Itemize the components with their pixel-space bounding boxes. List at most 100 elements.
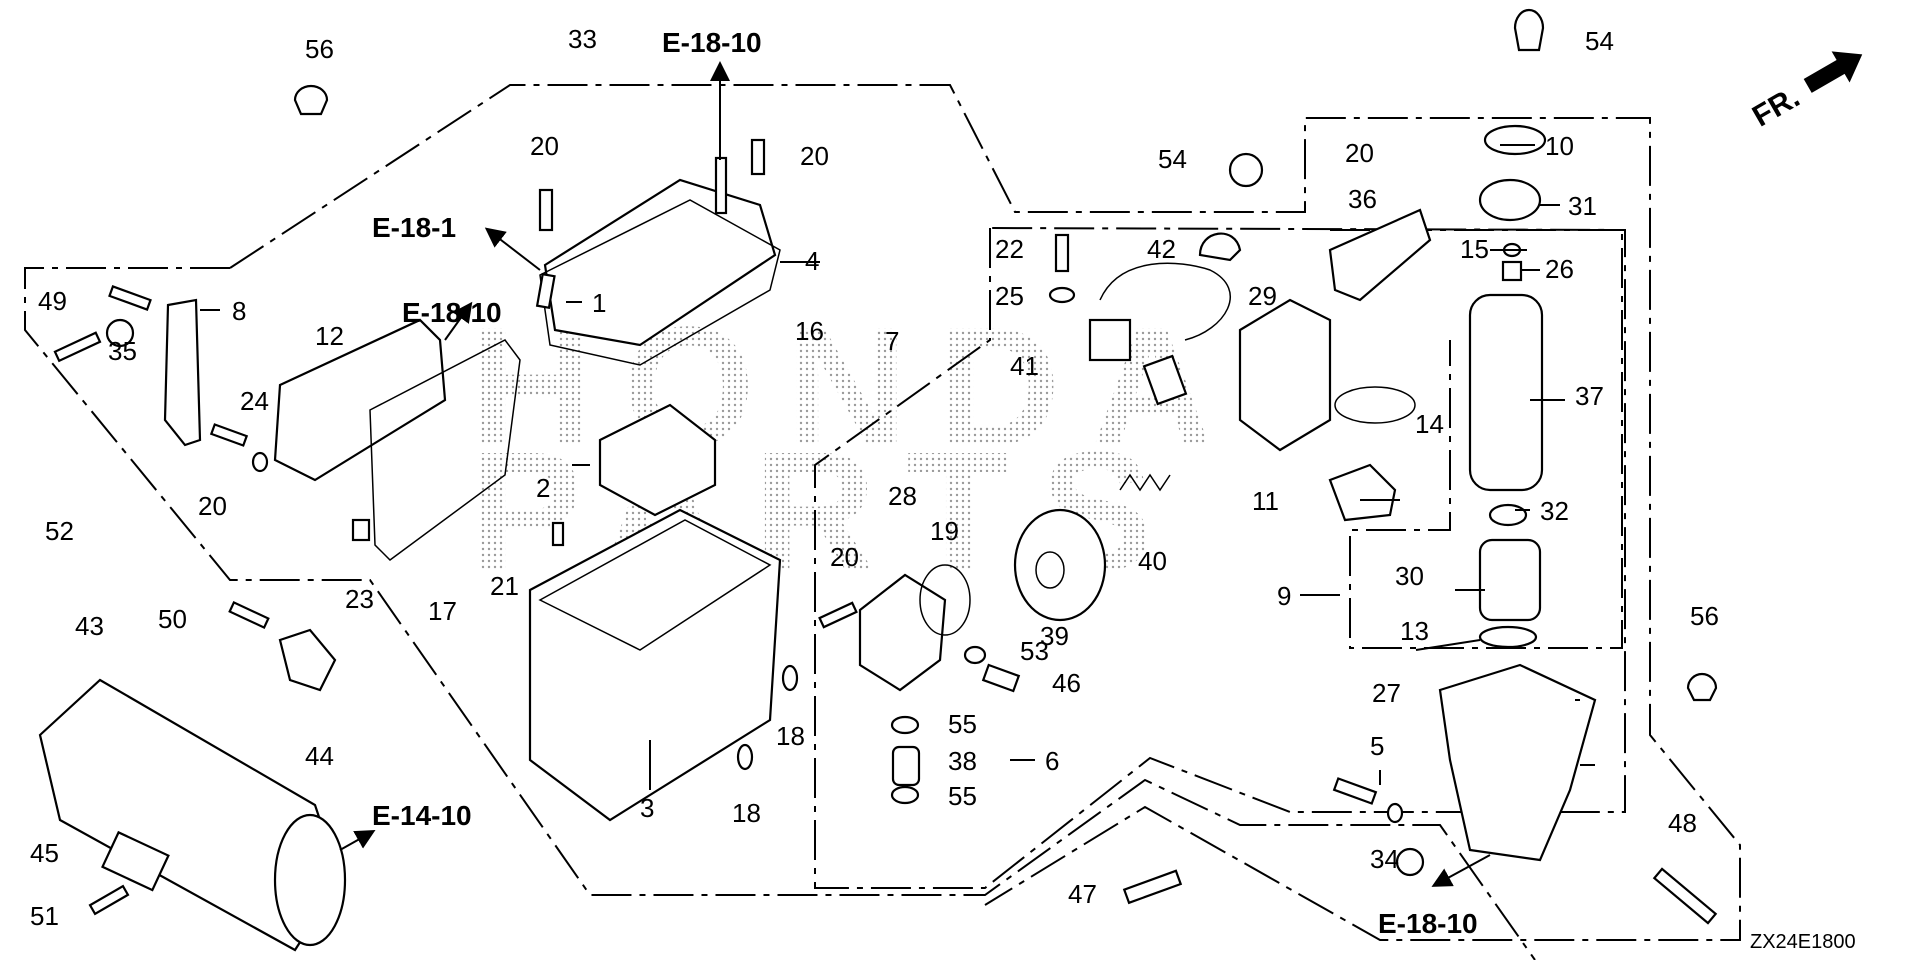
callout-22[interactable]: 22 (995, 234, 1024, 264)
callout-56-right[interactable]: 56 (1690, 601, 1719, 631)
callout-14[interactable]: 14 (1415, 409, 1444, 439)
callout-33[interactable]: 33 (568, 24, 597, 54)
fr-arrow-icon (1803, 51, 1863, 93)
callout-34[interactable]: 34 (1370, 844, 1399, 874)
part-3-housing (528, 508, 782, 822)
part-50-bolt (228, 600, 270, 630)
ref-e-18-10-top[interactable]: E-18-10 (662, 27, 762, 58)
callout-21[interactable]: 21 (490, 571, 519, 601)
arrow-left-ref-1 (484, 227, 541, 271)
callout-18-b[interactable]: 18 (732, 798, 761, 828)
callout-39[interactable]: 39 (1040, 621, 1069, 651)
callout-6[interactable]: 6 (1045, 746, 1059, 776)
callout-19[interactable]: 19 (930, 516, 959, 546)
callout-4[interactable]: 4 (805, 246, 819, 276)
callout-45[interactable]: 45 (30, 838, 59, 868)
callout-10[interactable]: 10 (1545, 131, 1574, 161)
callout-48[interactable]: 48 (1668, 808, 1697, 838)
arrow-bottom-left-ref (339, 830, 376, 851)
callout-29[interactable]: 29 (1248, 281, 1277, 311)
callout-32[interactable]: 32 (1540, 496, 1569, 526)
ref-e-18-1[interactable]: E-18-1 (372, 212, 456, 243)
callout-15[interactable]: 15 (1460, 234, 1489, 264)
callout-20-mid[interactable]: 20 (830, 542, 859, 572)
group-outline-7 (814, 227, 1626, 889)
callout-20-left[interactable]: 20 (198, 491, 227, 521)
callout-38[interactable]: 38 (948, 746, 977, 776)
ref-e-18-10-left[interactable]: E-18-10 (402, 297, 502, 328)
callout-3[interactable]: 3 (640, 793, 654, 823)
ref-e-18-10-bottom[interactable]: E-18-10 (1378, 908, 1478, 939)
callout-53[interactable]: 53 (1020, 636, 1049, 666)
callout-30[interactable]: 30 (1395, 561, 1424, 591)
callout-8[interactable]: 8 (232, 296, 246, 326)
part-27-base (1438, 663, 1597, 862)
callout-9[interactable]: 9 (1277, 581, 1291, 611)
callout-49[interactable]: 49 (38, 286, 67, 316)
callout-42[interactable]: 42 (1147, 234, 1176, 264)
part-23-collar (351, 518, 371, 542)
callout-31[interactable]: 31 (1568, 191, 1597, 221)
callout-35[interactable]: 35 (108, 336, 137, 366)
part-55-lower (890, 785, 920, 805)
part-1-needle (535, 272, 556, 310)
callout-50[interactable]: 50 (158, 604, 187, 634)
part-20-bolt-top (538, 188, 554, 232)
callout-51[interactable]: 51 (30, 901, 59, 931)
part-52-bolt (53, 331, 102, 363)
callout-37[interactable]: 37 (1575, 381, 1604, 411)
callout-11[interactable]: 11 (1252, 486, 1279, 516)
callout-54-a[interactable]: 54 (1158, 144, 1187, 174)
part-55-upper (890, 715, 920, 735)
parts (38, 8, 1718, 952)
callout-2[interactable]: 2 (536, 473, 550, 503)
callout-13[interactable]: 13 (1400, 616, 1429, 646)
part-47-bolt (1122, 869, 1183, 905)
callout-20-top-right[interactable]: 20 (800, 141, 829, 171)
part-40-spring (1119, 473, 1171, 492)
part-36-bracket (1328, 208, 1432, 302)
callout-36[interactable]: 36 (1348, 184, 1377, 214)
callout-44[interactable]: 44 (305, 741, 334, 771)
callout-25[interactable]: 25 (995, 281, 1024, 311)
reference-codes: E-18-10 E-18-1 E-18-10 E-14-10 E-18-10 (372, 27, 1478, 939)
callout-17[interactable]: 17 (428, 596, 457, 626)
callout-20-top[interactable]: 20 (530, 131, 559, 161)
part-39-filter (1013, 508, 1107, 622)
callout-54-b[interactable]: 54 (1585, 26, 1614, 56)
callout-28[interactable]: 28 (888, 481, 917, 511)
part-56-cap-left (293, 84, 329, 116)
callout-40[interactable]: 40 (1138, 546, 1167, 576)
part-39-filter-core (1035, 551, 1065, 589)
part-44-bracket (278, 628, 337, 692)
callout-18-a[interactable]: 18 (776, 721, 805, 751)
callout-24[interactable]: 24 (240, 386, 269, 416)
callout-27[interactable]: 27 (1372, 678, 1401, 708)
callout-5[interactable]: 5 (1370, 731, 1384, 761)
ref-e-14-10[interactable]: E-14-10 (372, 800, 472, 831)
callout-47[interactable]: 47 (1068, 879, 1097, 909)
callout-12[interactable]: 12 (315, 321, 344, 351)
callout-52[interactable]: 52 (45, 516, 74, 546)
callout-55-upper[interactable]: 55 (948, 709, 977, 739)
callout-56-left[interactable]: 56 (305, 34, 334, 64)
part-37-pump (1468, 293, 1544, 492)
callout-16[interactable]: 16 (795, 316, 824, 346)
part-41-wire (1099, 262, 1231, 341)
callout-26[interactable]: 26 (1545, 254, 1574, 284)
callout-43[interactable]: 43 (75, 611, 104, 641)
callout-23[interactable]: 23 (345, 584, 374, 614)
callout-20-right[interactable]: 20 (1345, 138, 1374, 168)
part-34-grommet (1395, 847, 1425, 877)
part-18-oring-a (781, 664, 799, 692)
callout-55-lower[interactable]: 55 (948, 781, 977, 811)
callout-41[interactable]: 41 (1010, 351, 1039, 381)
callout-7[interactable]: 7 (885, 326, 899, 356)
callout-46[interactable]: 46 (1052, 668, 1081, 698)
part-26-grommet (1501, 260, 1523, 282)
part-42-clip (1198, 232, 1242, 262)
group-outline-9 (1330, 229, 1623, 649)
callout-1[interactable]: 1 (592, 288, 606, 318)
part-24-washer (251, 451, 269, 473)
